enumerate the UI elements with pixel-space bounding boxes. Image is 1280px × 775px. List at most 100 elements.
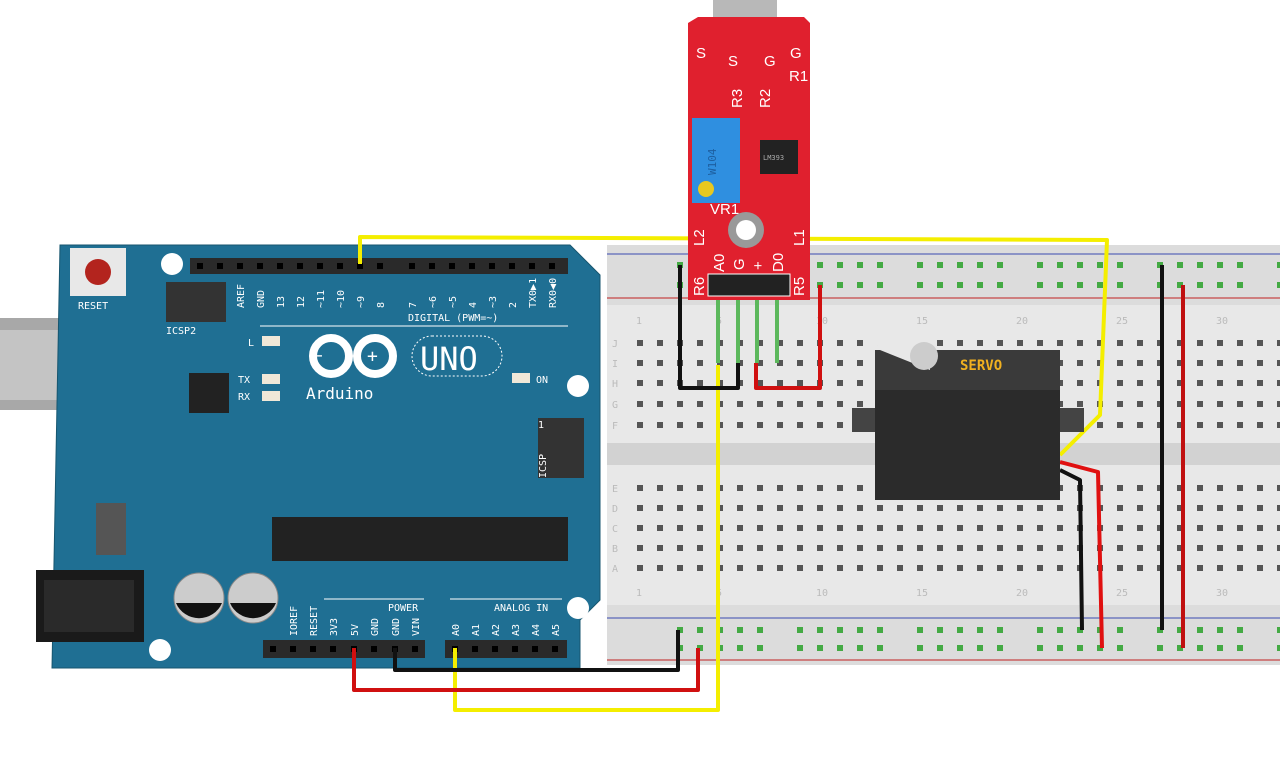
breadboard-hole[interactable]	[1037, 505, 1043, 511]
breadboard-hole[interactable]	[1117, 525, 1123, 531]
rail-hole[interactable]	[957, 645, 963, 651]
breadboard-hole[interactable]	[957, 545, 963, 551]
rail-hole[interactable]	[1037, 282, 1043, 288]
breadboard-hole[interactable]	[977, 525, 983, 531]
breadboard-hole[interactable]	[817, 401, 823, 407]
breadboard-hole[interactable]	[817, 545, 823, 551]
breadboard-hole[interactable]	[757, 380, 763, 386]
breadboard-hole[interactable]	[1197, 565, 1203, 571]
header-pin[interactable]	[429, 263, 435, 269]
header-pin[interactable]	[330, 646, 336, 652]
breadboard-hole[interactable]	[837, 505, 843, 511]
breadboard-hole[interactable]	[1057, 525, 1063, 531]
rail-hole[interactable]	[1237, 645, 1243, 651]
breadboard-hole[interactable]	[1117, 360, 1123, 366]
breadboard-hole[interactable]	[737, 505, 743, 511]
breadboard-hole[interactable]	[977, 340, 983, 346]
breadboard-hole[interactable]	[637, 485, 643, 491]
breadboard-hole[interactable]	[657, 360, 663, 366]
breadboard-hole[interactable]	[657, 565, 663, 571]
rail-hole[interactable]	[1097, 282, 1103, 288]
breadboard-hole[interactable]	[997, 525, 1003, 531]
breadboard-hole[interactable]	[1237, 360, 1243, 366]
rail-hole[interactable]	[937, 262, 943, 268]
header-pin[interactable]	[409, 263, 415, 269]
breadboard-hole[interactable]	[977, 545, 983, 551]
rail-hole[interactable]	[1277, 282, 1280, 288]
breadboard-hole[interactable]	[937, 340, 943, 346]
breadboard-hole[interactable]	[697, 565, 703, 571]
breadboard-hole[interactable]	[777, 485, 783, 491]
breadboard-hole[interactable]	[757, 545, 763, 551]
breadboard-hole[interactable]	[857, 380, 863, 386]
breadboard-hole[interactable]	[957, 340, 963, 346]
breadboard-hole[interactable]	[1197, 525, 1203, 531]
rail-hole[interactable]	[1077, 282, 1083, 288]
rail-hole[interactable]	[857, 262, 863, 268]
breadboard-hole[interactable]	[1077, 360, 1083, 366]
breadboard-hole[interactable]	[1197, 380, 1203, 386]
breadboard-hole[interactable]	[657, 401, 663, 407]
breadboard-hole[interactable]	[797, 485, 803, 491]
breadboard-hole[interactable]	[1177, 545, 1183, 551]
breadboard-hole[interactable]	[1037, 545, 1043, 551]
breadboard-hole[interactable]	[1057, 505, 1063, 511]
breadboard-hole[interactable]	[1217, 485, 1223, 491]
breadboard-hole[interactable]	[1117, 340, 1123, 346]
breadboard-hole[interactable]	[837, 401, 843, 407]
breadboard-hole[interactable]	[677, 505, 683, 511]
breadboard-hole[interactable]	[1277, 401, 1280, 407]
breadboard-hole[interactable]	[1277, 360, 1280, 366]
breadboard-hole[interactable]	[1257, 401, 1263, 407]
rail-hole[interactable]	[977, 282, 983, 288]
rail-hole[interactable]	[1037, 645, 1043, 651]
header-pin[interactable]	[492, 646, 498, 652]
rail-hole[interactable]	[937, 627, 943, 633]
breadboard-hole[interactable]	[1237, 505, 1243, 511]
breadboard-hole[interactable]	[837, 422, 843, 428]
breadboard-hole[interactable]	[877, 545, 883, 551]
breadboard-hole[interactable]	[1017, 525, 1023, 531]
breadboard-hole[interactable]	[1137, 380, 1143, 386]
breadboard-hole[interactable]	[677, 525, 683, 531]
rail-hole[interactable]	[1177, 627, 1183, 633]
breadboard-hole[interactable]	[817, 422, 823, 428]
breadboard-hole[interactable]	[997, 505, 1003, 511]
breadboard-hole[interactable]	[697, 401, 703, 407]
breadboard-hole[interactable]	[997, 340, 1003, 346]
rail-hole[interactable]	[977, 627, 983, 633]
rail-hole[interactable]	[757, 627, 763, 633]
breadboard-hole[interactable]	[797, 401, 803, 407]
header-pin[interactable]	[509, 263, 515, 269]
breadboard-hole[interactable]	[937, 565, 943, 571]
breadboard-hole[interactable]	[897, 525, 903, 531]
breadboard-hole[interactable]	[657, 380, 663, 386]
breadboard-hole[interactable]	[657, 505, 663, 511]
breadboard-hole[interactable]	[697, 340, 703, 346]
rail-hole[interactable]	[917, 645, 923, 651]
breadboard-hole[interactable]	[1117, 485, 1123, 491]
rail-hole[interactable]	[1057, 627, 1063, 633]
breadboard-hole[interactable]	[1177, 565, 1183, 571]
breadboard-hole[interactable]	[817, 485, 823, 491]
breadboard-hole[interactable]	[757, 525, 763, 531]
breadboard-hole[interactable]	[897, 545, 903, 551]
breadboard-hole[interactable]	[1137, 545, 1143, 551]
rail-hole[interactable]	[957, 262, 963, 268]
rail-hole[interactable]	[1277, 262, 1280, 268]
breadboard-hole[interactable]	[737, 545, 743, 551]
breadboard-hole[interactable]	[1017, 545, 1023, 551]
breadboard-hole[interactable]	[697, 505, 703, 511]
header-pin[interactable]	[412, 646, 418, 652]
rail-hole[interactable]	[917, 262, 923, 268]
rail-hole[interactable]	[817, 645, 823, 651]
breadboard-hole[interactable]	[1077, 380, 1083, 386]
breadboard-hole[interactable]	[1257, 360, 1263, 366]
rail-hole[interactable]	[917, 282, 923, 288]
breadboard-hole[interactable]	[637, 422, 643, 428]
breadboard-hole[interactable]	[1197, 340, 1203, 346]
breadboard-hole[interactable]	[637, 525, 643, 531]
breadboard-hole[interactable]	[1017, 565, 1023, 571]
header-pin[interactable]	[310, 646, 316, 652]
rail-hole[interactable]	[837, 282, 843, 288]
